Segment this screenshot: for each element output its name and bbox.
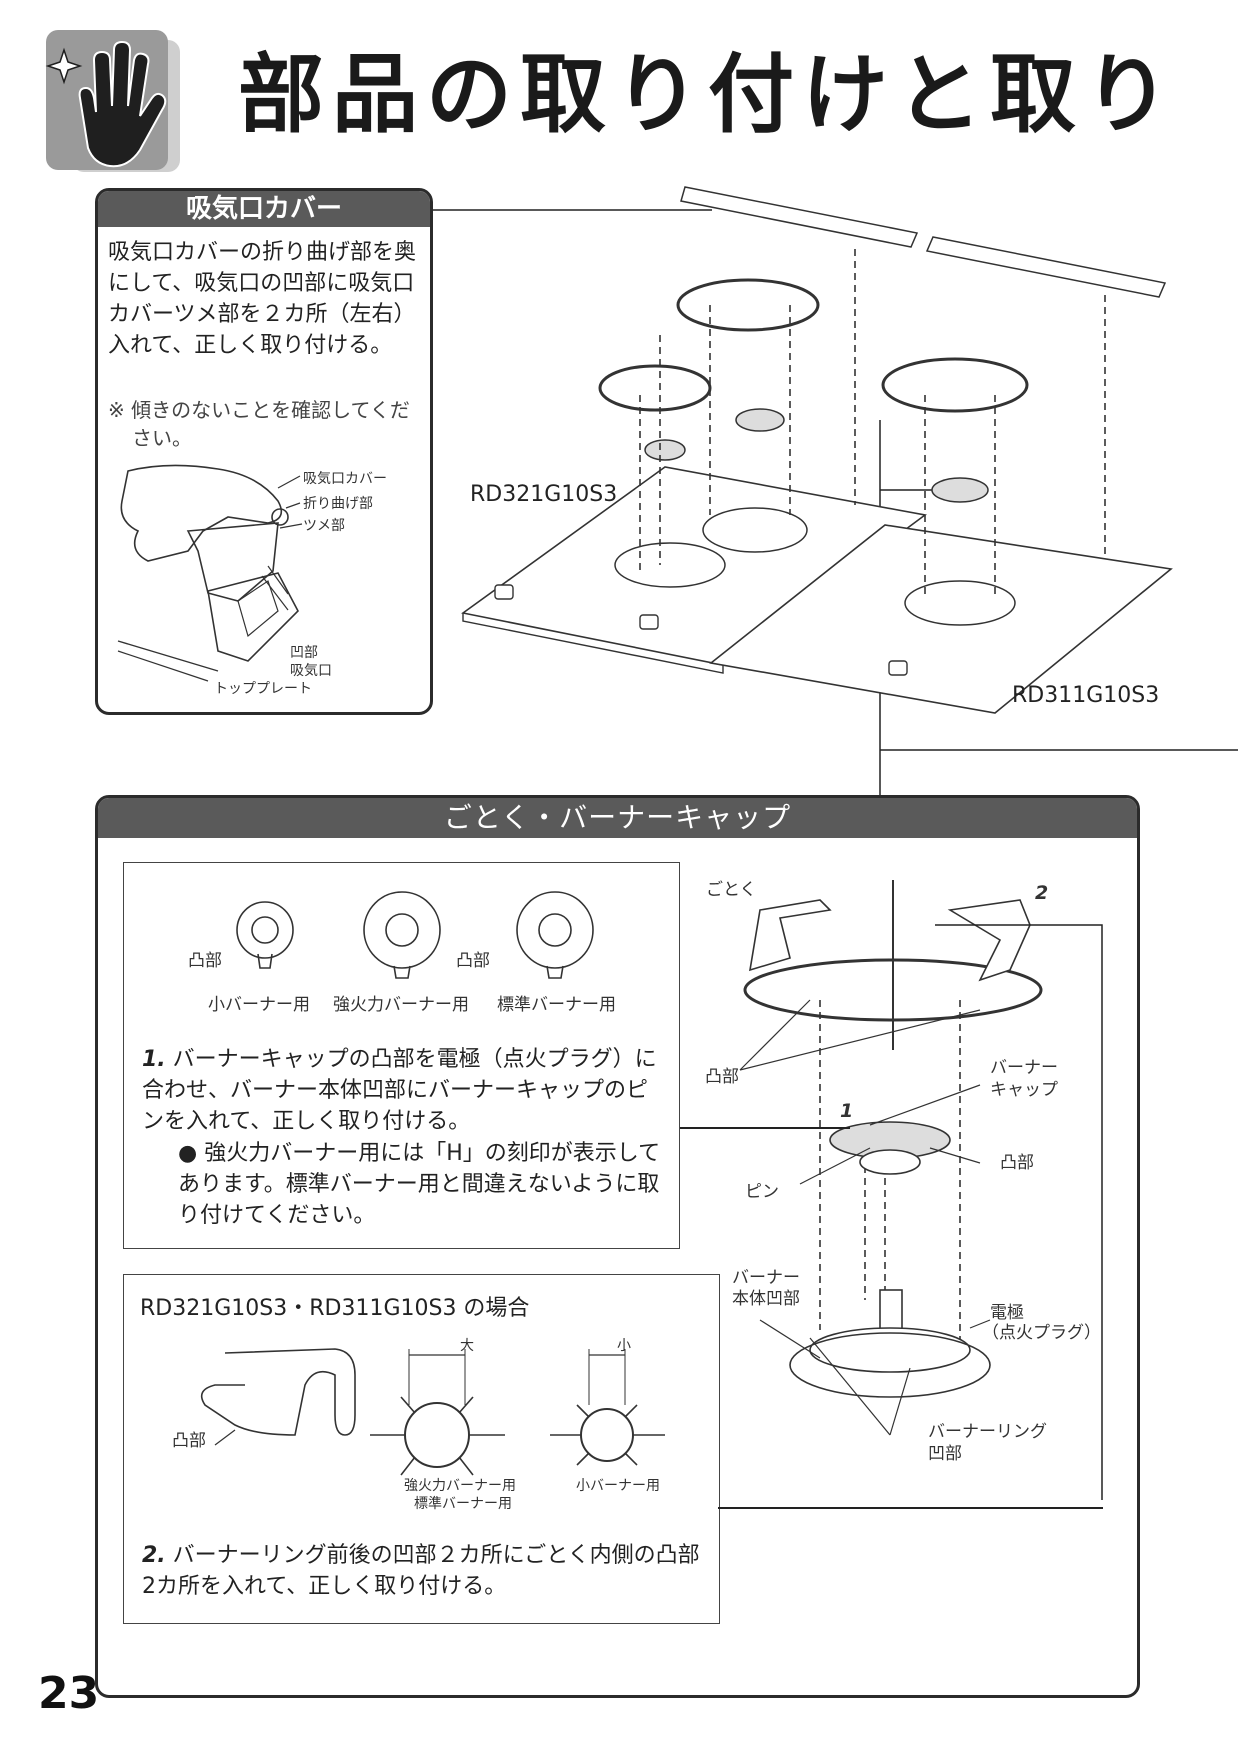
- step1-connector: [680, 1127, 850, 1129]
- model-label-right: RD311G10S3: [1012, 683, 1160, 708]
- std-label: 標準バーナー用: [414, 1496, 512, 1512]
- strong-std-label: 強火力バーナー用: [404, 1478, 516, 1494]
- gotoku-size-diagrams: [200, 1348, 665, 1476]
- step1-text: バーナーキャップの凸部を電極（点火プラグ）に合わせ、バーナー本体凹部にバーナーキ…: [142, 1047, 657, 1134]
- step1-bullet: ● 強火力バーナー用には「H」の刻印が表示してあります。標準バーナー用と間違えな…: [178, 1138, 663, 1231]
- cap-small-label: 小バーナー用: [208, 995, 310, 1015]
- cap-standard-label: 標準バーナー用: [497, 995, 616, 1015]
- step1-bullet-text: 強火力バーナー用には「H」の刻印が表示してあります。標準バーナー用と間違えないよ…: [178, 1141, 661, 1228]
- ring-recess-label-line1: バーナーリング: [928, 1422, 1047, 1442]
- big-label: 大: [460, 1338, 474, 1354]
- electrode-label-line2: （点火プラグ）: [982, 1323, 1101, 1343]
- burner-assembly-diagram: [739, 880, 1103, 1500]
- step2-number: 2.: [142, 1543, 166, 1568]
- case-title: RD321G10S3・RD311G10S3 の場合: [140, 1296, 530, 1321]
- cap-convex-right-label: 凸部: [1000, 1153, 1034, 1173]
- electrode-label-line1: 電極: [990, 1303, 1024, 1323]
- case-convex-label: 凸部: [172, 1431, 206, 1451]
- step2: 2. バーナーリング前後の凹部２カ所にごとく内側の凸部2カ所を入れて、正しく取り…: [142, 1540, 707, 1602]
- step2-connector: [718, 1507, 1103, 1509]
- intake-cover-heading: 吸気口カバー: [98, 191, 430, 227]
- pin-label: ピン: [745, 1182, 779, 1202]
- label-intake-cover: 吸気口カバー: [303, 471, 387, 487]
- label-tab: ツメ部: [303, 518, 345, 534]
- page-number: 23: [38, 1668, 100, 1719]
- intake-cover-panel: 吸気口カバー 吸気口カバーの折り曲げ部を奥にして、吸気口の凹部に吸気口カバーツメ…: [95, 188, 433, 715]
- gotoku-label: ごとく: [706, 880, 757, 900]
- body-recess-label-line1: バーナー: [732, 1268, 800, 1288]
- callout-1: 1: [840, 1100, 854, 1122]
- case-box: [123, 1274, 720, 1624]
- cap-convex-label-2: 凸部: [456, 951, 490, 971]
- cap-convex-label-1: 凸部: [188, 951, 222, 971]
- intake-cover-instructions: 吸気口カバーの折り曲げ部を奥にして、吸気口の凹部に吸気口カバーツメ部を２カ所（左…: [108, 240, 417, 358]
- burner-cap-label-line1: バーナー: [990, 1058, 1058, 1078]
- label-fold: 折り曲げ部: [303, 496, 373, 512]
- small-label: 小: [617, 1338, 631, 1354]
- step1-number: 1.: [142, 1047, 166, 1072]
- step1: 1. バーナーキャップの凸部を電極（点火プラグ）に合わせ、バーナー本体凹部にバー…: [142, 1044, 662, 1137]
- callout-2: 2: [1035, 882, 1049, 904]
- hand-icon: [45, 30, 180, 172]
- page-title: 部品の取り付けと取り: [238, 44, 1178, 145]
- gotoku-convex-label: 凸部: [705, 1067, 739, 1087]
- step1-box: [123, 862, 680, 1249]
- burner-cap-label-line2: キャップ: [990, 1080, 1058, 1100]
- callout-lines: [261, 475, 303, 611]
- body-recess-label-line2: 本体凹部: [732, 1289, 800, 1309]
- bullet-icon: ●: [178, 1141, 205, 1166]
- gotoku-section: ごとく・バーナーキャップ: [95, 795, 1140, 1698]
- cap-strong-label: 強火力バーナー用: [333, 995, 469, 1015]
- intake-cover-note: ※ 傾きのないことを確認してください。: [108, 398, 410, 450]
- gotoku-heading: ごとく・バーナーキャップ: [98, 798, 1137, 838]
- step2-text: バーナーリング前後の凹部２カ所にごとく内側の凸部2カ所を入れて、正しく取り付ける…: [142, 1543, 700, 1599]
- intake-cover-illustration: [117, 464, 299, 682]
- label-top-plate: トッププレート: [214, 681, 312, 697]
- burner-cap-types: [236, 891, 594, 979]
- ring-recess-label-line2: 凹部: [928, 1444, 962, 1464]
- model-label-left: RD321G10S3: [470, 482, 618, 507]
- cooktop-exploded-diagram: [461, 186, 1173, 714]
- label-recess: 凹部: [290, 645, 318, 661]
- small-burner-label: 小バーナー用: [576, 1478, 660, 1494]
- label-intake: 吸気口: [290, 663, 332, 679]
